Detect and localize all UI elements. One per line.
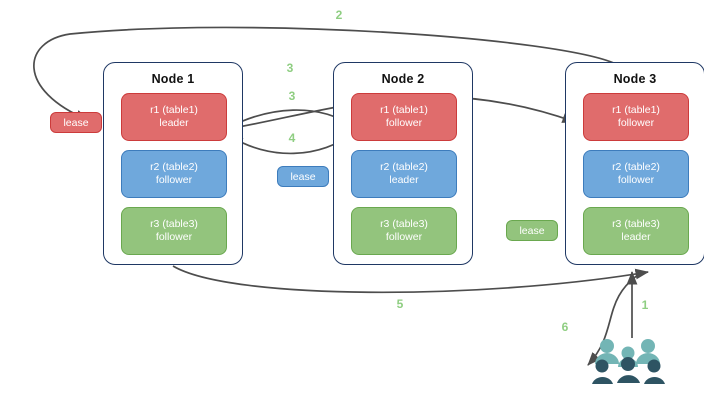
users-group-icon xyxy=(592,339,665,384)
replica-line2: follower xyxy=(155,231,193,243)
replica-line2: follower xyxy=(617,174,655,186)
replica-line2: leader xyxy=(621,231,651,243)
edge-label-6: 6 xyxy=(561,320,569,334)
replica-line2: follower xyxy=(385,117,423,129)
edge-6-node3-to-clients xyxy=(587,271,643,366)
replica-r3[interactable]: r3 (table3) leader xyxy=(583,207,689,255)
lease-badge-blue[interactable]: lease xyxy=(277,166,329,187)
replica-line1: r2 (table2) xyxy=(612,161,660,173)
node-title: Node 1 xyxy=(151,72,195,86)
replica-r2[interactable]: r2 (table2) follower xyxy=(583,150,689,198)
replica-line1: r1 (table1) xyxy=(380,104,428,116)
replica-r2[interactable]: r2 (table2) follower xyxy=(121,150,227,198)
replica-line1: r2 (table2) xyxy=(150,161,198,173)
lease-badge-red[interactable]: lease xyxy=(50,112,102,133)
edge-label-3b: 3 xyxy=(288,89,296,103)
replica-line1: r3 (table3) xyxy=(150,218,198,230)
node-title: Node 3 xyxy=(613,72,657,86)
edge-label-1: 1 xyxy=(641,298,649,312)
edge-5-node1-to-node3 xyxy=(172,265,650,294)
replica-r1[interactable]: r1 (table1) follower xyxy=(351,93,457,141)
replica-line2: leader xyxy=(159,117,189,129)
edge-label-2: 2 xyxy=(335,8,343,22)
replica-r3[interactable]: r3 (table3) follower xyxy=(351,207,457,255)
edge-label-3a: 3 xyxy=(286,61,294,75)
node-box-3[interactable]: Node 3 r1 (table1) follower r2 (table2) … xyxy=(565,62,704,265)
replica-line2: follower xyxy=(385,231,423,243)
node-box-2[interactable]: Node 2 r1 (table1) follower r2 (table2) … xyxy=(333,62,473,265)
edge-2-node3-to-lease xyxy=(33,26,617,121)
replica-r1[interactable]: r1 (table1) leader xyxy=(121,93,227,141)
replica-line2: follower xyxy=(155,174,193,186)
replica-line2: follower xyxy=(617,117,655,129)
replica-line2: leader xyxy=(389,174,419,186)
node-box-1[interactable]: Node 1 r1 (table1) leader r2 (table2) fo… xyxy=(103,62,243,265)
lease-badge-green[interactable]: lease xyxy=(506,220,558,241)
replica-line1: r1 (table1) xyxy=(612,104,660,116)
replica-r1[interactable]: r1 (table1) follower xyxy=(583,93,689,141)
replica-r3[interactable]: r3 (table3) follower xyxy=(121,207,227,255)
replica-line1: r2 (table2) xyxy=(380,161,428,173)
replica-line1: r3 (table3) xyxy=(380,218,428,230)
replica-line1: r3 (table3) xyxy=(612,218,660,230)
edge-label-4: 4 xyxy=(288,131,296,145)
replica-line1: r1 (table1) xyxy=(150,104,198,116)
node-title: Node 2 xyxy=(381,72,425,86)
replica-r2[interactable]: r2 (table2) leader xyxy=(351,150,457,198)
edge-label-5: 5 xyxy=(396,297,404,311)
